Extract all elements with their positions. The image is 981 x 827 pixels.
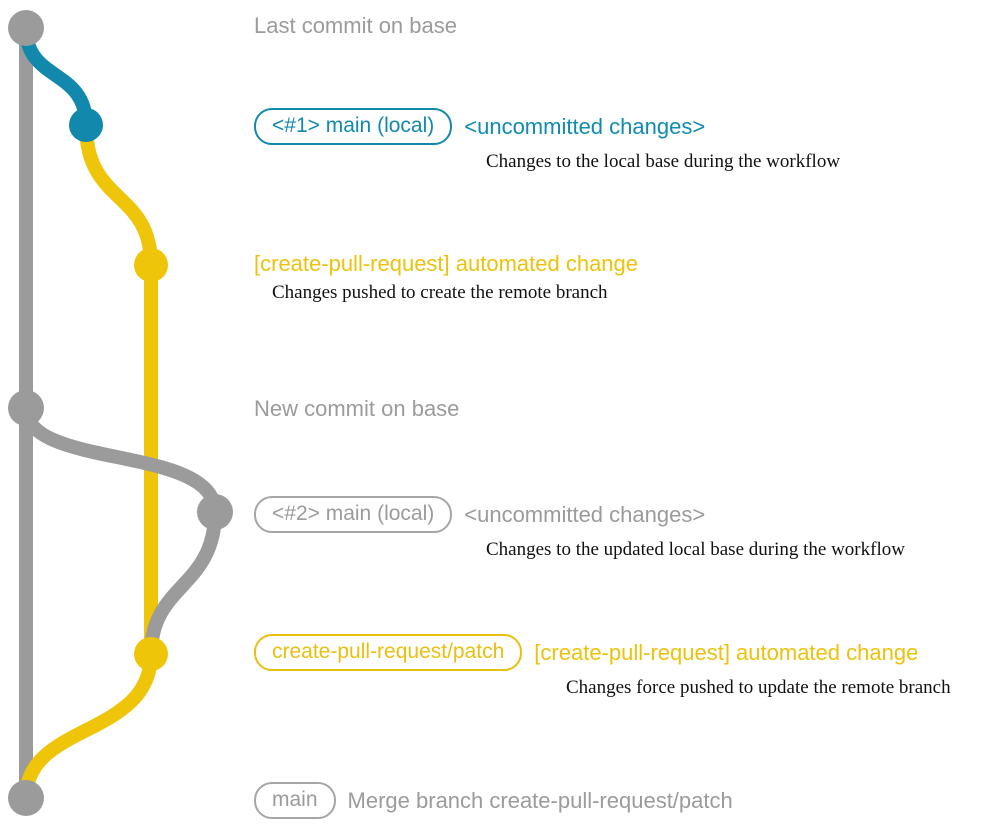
row-merge: main Merge branch create-pull-request/pa… [254,782,733,819]
branch-badge-local-2[interactable]: <#2> main (local) [254,496,453,533]
row-local-1: <#1> main (local) <uncommitted changes> … [254,108,840,173]
row-new-commit-on-base: New commit on base [254,397,459,421]
row-local-2: <#2> main (local) <uncommitted changes> … [254,496,905,561]
commit-description-local-1: Changes to the local base during the wor… [486,151,841,172]
row-heading-new-commit: New commit on base [254,396,460,421]
commit-node-base-last[interactable] [8,10,44,46]
commit-subject-remote-2: [create-pull-request] automated change [534,639,919,665]
commit-subject-local-2: <uncommitted changes> [464,501,706,527]
commit-node-local-1[interactable] [69,108,103,142]
branch-badge-local-1[interactable]: <#1> main (local) [254,108,453,145]
commit-node-local-2[interactable] [197,494,233,530]
commit-node-remote-2[interactable] [134,637,168,671]
edge-remote-branch [79,118,158,272]
commit-subject-local-1: <uncommitted changes> [464,113,706,139]
edge-local2-to-remote [144,505,222,661]
commit-subject-remote-1: [create-pull-request] automated change [254,251,639,276]
edge-merge [19,647,158,805]
branch-badge-remote-2[interactable]: create-pull-request/patch [254,634,523,671]
row-remote-2: create-pull-request/patch [create-pull-r… [254,634,951,699]
commit-node-base-new[interactable] [8,390,44,426]
commit-subject-merge: Merge branch create-pull-request/patch [347,787,733,813]
row-heading: Last commit on base [254,13,457,38]
commit-description-local-2: Changes to the updated local base during… [486,539,905,560]
commit-node-remote-1[interactable] [134,248,168,282]
edge-local2-branch [19,401,222,519]
branch-badge-main[interactable]: main [254,782,336,819]
row-last-commit-on-base: Last commit on base [254,14,457,38]
commit-node-merge[interactable] [8,780,44,816]
graph-nodes [8,10,233,816]
commit-description-remote-2: Changes force pushed to update the remot… [566,677,951,698]
commit-description-remote-1: Changes pushed to create the remote bran… [272,282,608,303]
row-remote-1: [create-pull-request] automated change C… [254,252,638,304]
